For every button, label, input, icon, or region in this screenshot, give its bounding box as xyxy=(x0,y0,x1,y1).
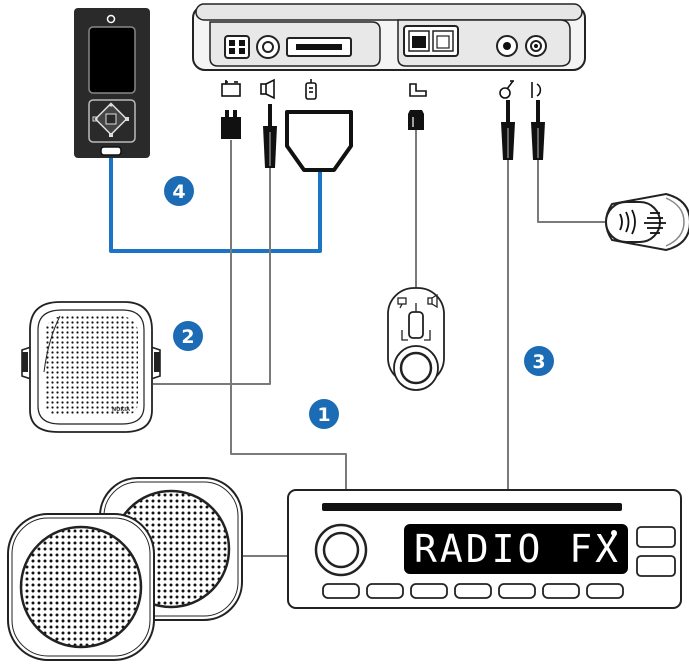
control-button[interactable] xyxy=(399,351,433,385)
preset-button-7[interactable] xyxy=(586,583,624,599)
inline-control-unit xyxy=(387,287,445,391)
pc-connection-icon xyxy=(409,83,427,97)
preset-button-1[interactable] xyxy=(322,583,360,599)
pc-plug xyxy=(408,110,424,130)
handset-slot[interactable] xyxy=(286,37,352,57)
cables xyxy=(109,130,609,557)
preset-button-4[interactable] xyxy=(454,583,492,599)
antenna-icon xyxy=(499,80,514,99)
microphone-jack[interactable] xyxy=(525,35,547,57)
handset-connector xyxy=(285,110,353,172)
microphone-cable xyxy=(537,160,609,223)
antenna-plug xyxy=(501,100,515,160)
radio-side-button-top[interactable] xyxy=(636,526,676,548)
external-loudspeaker: NOKIA xyxy=(21,301,161,433)
handset-screen xyxy=(88,26,136,94)
rj-sockets[interactable] xyxy=(403,25,459,57)
speaker-plug xyxy=(263,104,277,168)
car-speakers xyxy=(7,477,243,661)
plugs xyxy=(221,100,545,172)
preset-button-5[interactable] xyxy=(498,583,536,599)
microphone-icon xyxy=(531,82,542,98)
preset-button-2[interactable] xyxy=(366,583,404,599)
speaker-jack[interactable] xyxy=(256,35,280,59)
svg-text:2: 2 xyxy=(181,326,194,348)
callout-3: 3 xyxy=(524,346,554,376)
power-socket[interactable] xyxy=(224,35,250,59)
cd-slot xyxy=(322,503,622,511)
svg-text:1: 1 xyxy=(317,404,330,426)
preset-button-6[interactable] xyxy=(542,583,580,599)
display-indicator xyxy=(611,530,617,536)
radio-display-text: RADIO FX xyxy=(414,527,621,571)
svg-text:3: 3 xyxy=(532,351,545,373)
car-speaker-front xyxy=(7,513,155,661)
handset xyxy=(74,8,150,158)
microphone xyxy=(605,192,689,252)
svg-text:4: 4 xyxy=(172,181,185,203)
handset-hook xyxy=(106,14,116,24)
preset-button-3[interactable] xyxy=(410,583,448,599)
callout-4: 4 xyxy=(164,176,194,206)
power-cable xyxy=(230,140,347,490)
callout-2: 2 xyxy=(173,321,203,351)
speaker-cable xyxy=(153,168,271,385)
callout-1: 1 xyxy=(309,399,339,429)
handset-navi-key[interactable] xyxy=(88,99,136,143)
radio-side-button-bottom[interactable] xyxy=(636,555,676,577)
handset-cable xyxy=(109,158,322,253)
radio-display xyxy=(404,524,628,574)
microphone-plug xyxy=(531,100,545,160)
interface-box xyxy=(192,3,586,71)
car-battery-icon xyxy=(221,80,241,97)
speaker-brand-label: NOKIA xyxy=(112,407,130,413)
phone-handset-icon xyxy=(305,79,317,100)
car-radio: RADIO FX xyxy=(287,489,682,609)
speaker-icon xyxy=(260,78,275,100)
antenna-jack[interactable] xyxy=(496,35,518,57)
power-plug xyxy=(221,110,241,139)
handset-connector-tab xyxy=(100,146,122,156)
